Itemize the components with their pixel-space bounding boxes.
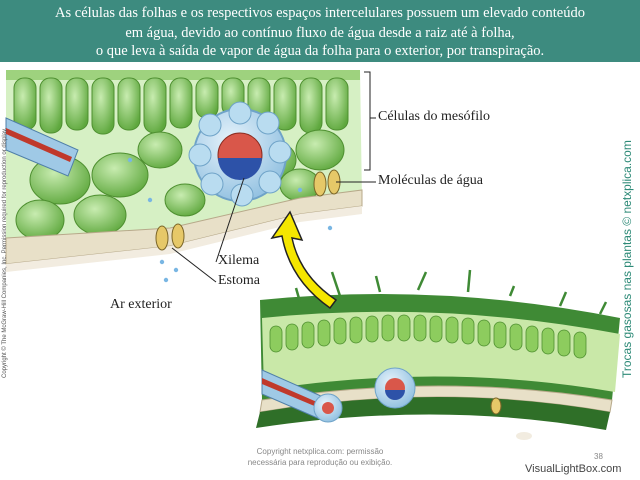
small-leaf-overview	[256, 269, 620, 440]
label-water-molecules: Moléculas de água	[378, 173, 483, 188]
label-xylem: Xilema	[218, 253, 260, 268]
side-title: Trocas gasosas nas plantas © netxplica.c…	[620, 140, 634, 378]
copyright-vertical: Copyright © The McGraw-Hill Companies, I…	[2, 127, 8, 378]
enlarged-leaf-section	[5, 70, 363, 283]
magnify-arrow	[270, 210, 338, 310]
page-number: 38	[594, 452, 603, 461]
header-line-1: As células das folhas e os respectivos e…	[55, 5, 585, 21]
credit-text: Copyright netxplica.com: permissão neces…	[200, 446, 440, 468]
header-banner: As células das folhas e os respectivos e…	[0, 0, 640, 62]
label-mesophyll-cells: Células do mesófilo	[378, 109, 490, 124]
watermark: VisualLightBox.com	[525, 463, 622, 475]
header-line-2: em água, devido ao contínuo fluxo de águ…	[125, 25, 515, 41]
xylem-vessels	[5, 117, 79, 177]
header-line-3: o que leva à saída de vapor de água da f…	[95, 43, 545, 59]
credit-line-1: Copyright netxplica.com: permissão	[256, 447, 384, 456]
label-stoma: Estoma	[218, 273, 260, 288]
leaf-illustration	[5, 70, 620, 440]
label-outside-air: Ar exterior	[110, 297, 172, 312]
credit-line-2: necessária para reprodução ou exibição.	[247, 458, 393, 467]
